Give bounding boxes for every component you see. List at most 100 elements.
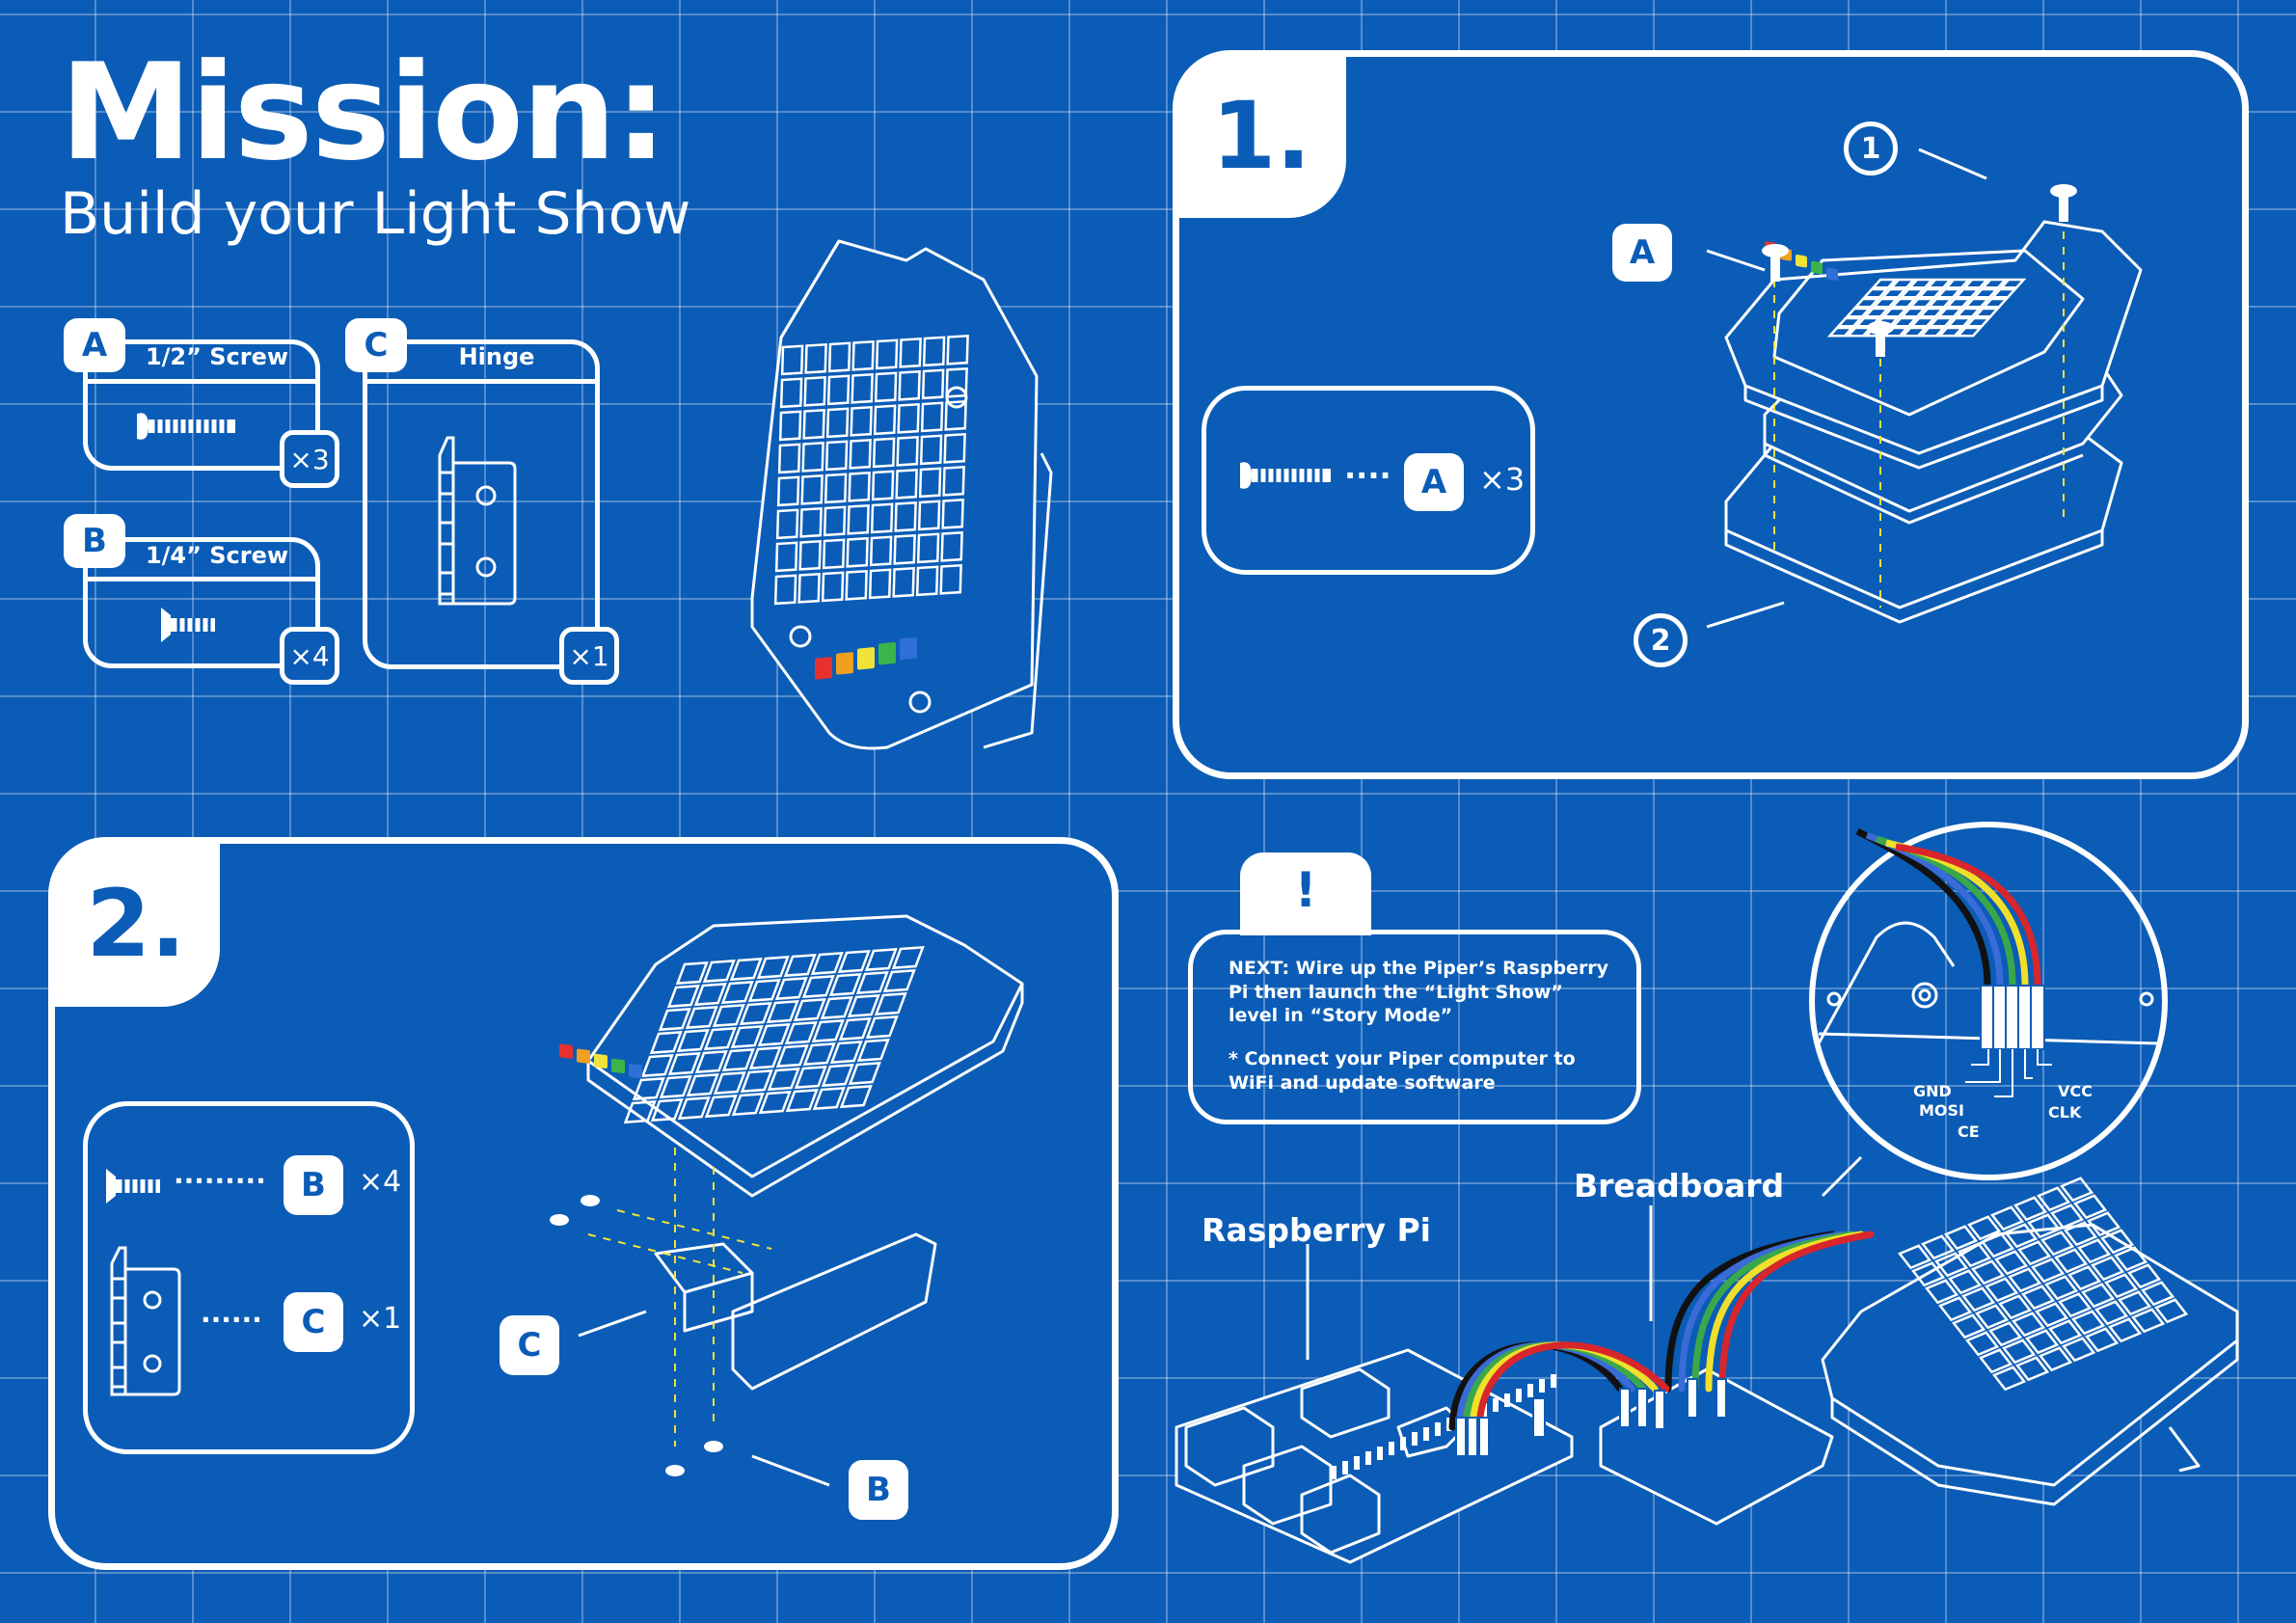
led-cell bbox=[812, 1086, 846, 1111]
led-cell bbox=[895, 468, 918, 500]
led-cell bbox=[1852, 297, 1881, 309]
led-cell bbox=[850, 405, 873, 437]
next-note-card bbox=[1188, 930, 1641, 1124]
gpio-pin bbox=[1539, 1379, 1545, 1393]
led-cell bbox=[2104, 1273, 2139, 1299]
gpio-pin bbox=[1527, 1384, 1533, 1397]
led-cell bbox=[944, 399, 967, 431]
led-cell bbox=[2127, 1263, 2162, 1289]
gpio-pin bbox=[1365, 1451, 1371, 1465]
led-cell bbox=[694, 1049, 728, 1074]
part-card-b bbox=[83, 537, 320, 668]
led-cell bbox=[1888, 278, 1917, 289]
led-cell bbox=[2108, 1317, 2143, 1343]
led-cell bbox=[1961, 1286, 1996, 1312]
led-cell bbox=[1835, 316, 1864, 328]
led-cell bbox=[811, 1018, 845, 1043]
led-cell bbox=[871, 470, 895, 501]
step-2-callout-b: B bbox=[849, 1460, 908, 1520]
led-cell bbox=[739, 1001, 772, 1026]
led-cell bbox=[650, 1097, 684, 1123]
led-cell bbox=[1870, 278, 1899, 289]
led-cell bbox=[2114, 1246, 2148, 1272]
led-cell bbox=[632, 1076, 665, 1101]
led-cell bbox=[649, 1030, 683, 1055]
led-cell bbox=[802, 1041, 836, 1067]
led-cell bbox=[821, 571, 845, 603]
led-cell bbox=[1948, 1269, 1983, 1295]
step-2-legend bbox=[83, 1101, 415, 1454]
led-cell bbox=[2050, 1204, 2085, 1230]
led-cell bbox=[784, 1020, 818, 1045]
led-cell bbox=[747, 978, 781, 1003]
led-cell bbox=[1935, 307, 1964, 318]
led-cell bbox=[873, 404, 897, 436]
led-cell bbox=[2021, 1285, 2056, 1311]
led-cell bbox=[676, 1028, 710, 1053]
part-card-c-divider bbox=[363, 379, 600, 384]
led-cell bbox=[1898, 1244, 1932, 1270]
led-cell bbox=[875, 338, 899, 370]
gpio-pin bbox=[1389, 1442, 1394, 1455]
part-a-badge: A bbox=[64, 318, 125, 372]
led-cell bbox=[1907, 297, 1936, 309]
led-cell bbox=[824, 440, 849, 472]
gpio-pin bbox=[1516, 1389, 1522, 1402]
piper-led-block bbox=[611, 1058, 625, 1074]
breadboard-label: Breadboard bbox=[1574, 1167, 1785, 1204]
connector-detail-diagram bbox=[1817, 827, 2159, 1097]
led-cell bbox=[797, 572, 821, 604]
led-cell bbox=[659, 1074, 692, 1099]
led-cell bbox=[731, 1092, 765, 1117]
led-cell bbox=[2131, 1308, 2166, 1334]
led-cell bbox=[821, 1063, 854, 1088]
led-cell bbox=[693, 982, 727, 1007]
led-cell bbox=[2087, 1211, 2121, 1237]
led-cell bbox=[777, 443, 801, 474]
hinge-icon bbox=[438, 436, 517, 606]
led-cell bbox=[702, 959, 736, 984]
led-cell bbox=[893, 533, 916, 565]
led-cell bbox=[712, 1003, 745, 1028]
step-1-legend-qty: ×3 bbox=[1479, 461, 1526, 498]
step-1-assembly-diagram bbox=[1706, 148, 2143, 629]
led-cell bbox=[847, 993, 880, 1018]
led-cell bbox=[1945, 316, 1974, 328]
part-c-name: Hinge bbox=[458, 343, 535, 370]
led-cell bbox=[2039, 1346, 2073, 1372]
led-cell bbox=[801, 974, 835, 999]
led-cell bbox=[810, 951, 844, 976]
piper-led-block bbox=[1826, 267, 1838, 282]
led-cell bbox=[894, 500, 917, 532]
next-note-badge: ! bbox=[1294, 862, 1317, 918]
gpio-pin bbox=[1423, 1427, 1429, 1441]
led-cell bbox=[793, 997, 826, 1022]
step-2-assembly-diagram bbox=[550, 914, 1024, 1487]
led-cell bbox=[2077, 1238, 2112, 1264]
led-cell bbox=[1988, 1321, 2023, 1347]
led-cell bbox=[874, 371, 898, 403]
led-cell bbox=[2058, 1292, 2093, 1318]
pin-vcc: VCC bbox=[2058, 1082, 2093, 1100]
led-cell bbox=[942, 465, 965, 497]
led-cell bbox=[1971, 1259, 2006, 1285]
led-cell bbox=[1918, 326, 1947, 338]
gpio-pin bbox=[1331, 1466, 1337, 1479]
led-cell bbox=[1889, 297, 1918, 309]
gpio-pin bbox=[1377, 1447, 1383, 1460]
led-cell bbox=[1906, 278, 1935, 289]
led-cell bbox=[1998, 278, 2027, 289]
pin-gnd: GND bbox=[1913, 1082, 1952, 1100]
led-cell bbox=[2081, 1283, 2116, 1309]
step-1-legend-dots: ···· bbox=[1344, 457, 1391, 494]
led-cell bbox=[940, 530, 963, 562]
led-cell bbox=[1944, 1225, 1979, 1251]
led-cell bbox=[729, 957, 763, 982]
led-cell bbox=[658, 1007, 691, 1032]
led-cell bbox=[2008, 1267, 2042, 1293]
led-cell bbox=[1826, 326, 1855, 338]
led-cell bbox=[849, 438, 872, 470]
led-cell bbox=[2054, 1248, 2089, 1274]
piper-led-block bbox=[1811, 260, 1823, 275]
led-cell bbox=[870, 502, 894, 534]
